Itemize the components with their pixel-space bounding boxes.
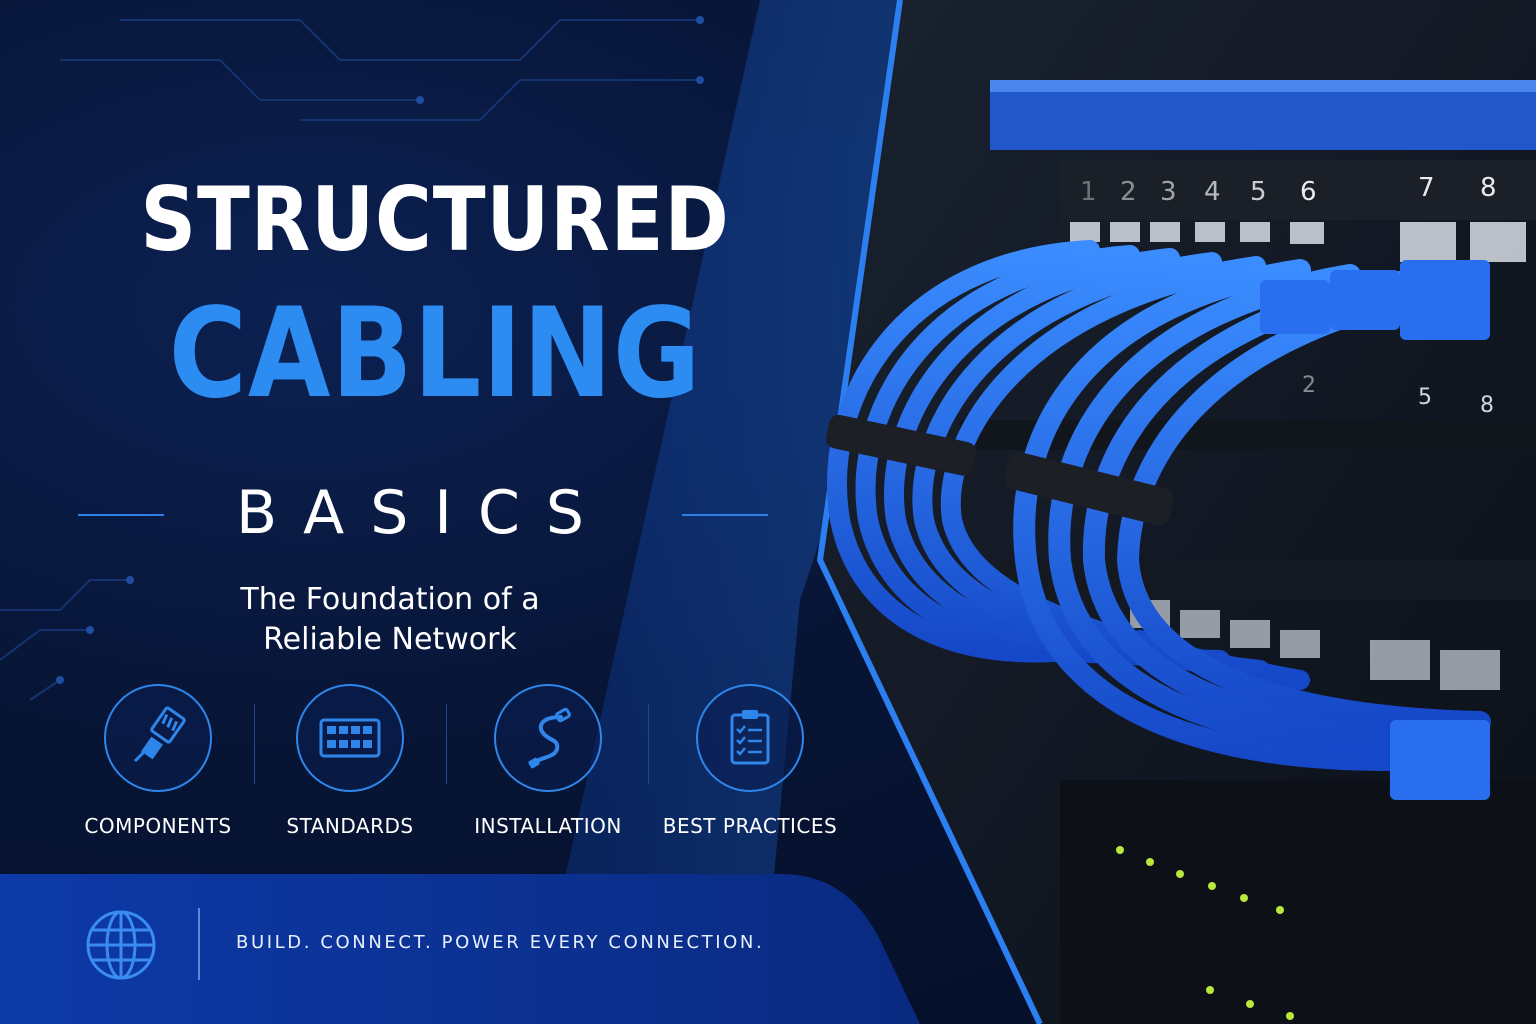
feature-label: STANDARDS <box>286 814 414 838</box>
svg-text:2: 2 <box>1302 373 1316 398</box>
basics-heading: BASICS <box>78 478 768 548</box>
feature-label: BEST PRACTICES <box>662 814 838 838</box>
feature-divider <box>254 704 255 784</box>
svg-text:8: 8 <box>1480 393 1494 418</box>
basics-left-line <box>78 514 164 516</box>
svg-text:1: 1 <box>1080 177 1097 207</box>
svg-text:4: 4 <box>1204 177 1221 207</box>
feature-divider <box>648 704 649 784</box>
cable-route-icon <box>494 684 602 792</box>
subtitle: The Foundation of a Reliable Network <box>150 580 630 660</box>
svg-text:7: 7 <box>1418 173 1435 203</box>
feature-row: COMPONENTS STANDARDS <box>58 684 858 844</box>
subtitle-line-1: The Foundation of a <box>240 582 540 617</box>
title-basics: BASICS <box>236 478 610 548</box>
cable-bundle-right <box>1013 259 1491 771</box>
globe-icon <box>86 910 156 980</box>
svg-text:8: 8 <box>1480 173 1497 203</box>
svg-text:3: 3 <box>1160 177 1177 207</box>
subtitle-line-2: Reliable Network <box>263 622 517 657</box>
feature-standards: STANDARDS <box>250 684 450 838</box>
feature-installation: INSTALLATION <box>448 684 648 838</box>
feature-label: COMPONENTS <box>84 814 232 838</box>
footer-band: BUILD. CONNECT. POWER EVERY CONNECTION. <box>0 874 900 1024</box>
footer-separator <box>198 908 200 980</box>
footer-tagline: BUILD. CONNECT. POWER EVERY CONNECTION. <box>236 932 765 953</box>
svg-text:6: 6 <box>1300 177 1317 207</box>
circuit-traces <box>0 19 700 701</box>
checklist-clipboard-icon <box>696 684 804 792</box>
feature-label: INSTALLATION <box>474 814 622 838</box>
feature-components: COMPONENTS <box>58 684 258 838</box>
patch-panel-icon <box>296 684 404 792</box>
svg-text:5: 5 <box>1250 177 1267 207</box>
feature-divider <box>446 704 447 784</box>
title-structured: STRUCTURED <box>140 168 730 271</box>
svg-text:2: 2 <box>1120 177 1137 207</box>
basics-right-line <box>682 514 768 516</box>
title-cabling: CABLING <box>168 282 702 426</box>
svg-text:5: 5 <box>1418 385 1432 410</box>
feature-best-practices: BEST PRACTICES <box>650 684 850 838</box>
ethernet-plug-icon <box>104 684 212 792</box>
